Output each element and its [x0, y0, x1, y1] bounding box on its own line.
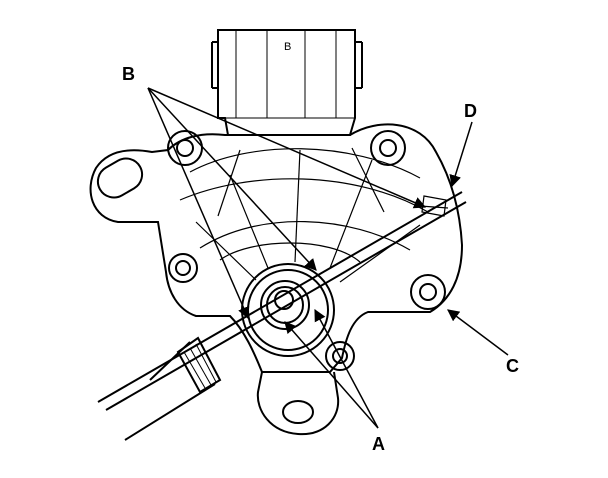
mounting-ear-bottom [256, 371, 340, 436]
alignment-pin [97, 191, 467, 411]
callout-label-d: D [464, 101, 477, 121]
callout-label-a: A [372, 434, 385, 454]
callout-label-b: B [122, 64, 135, 84]
bolt-hole-upper-left [167, 130, 203, 166]
bolt-hole-left [168, 253, 198, 283]
switch-body [89, 123, 464, 373]
bolt-hole-right [410, 274, 446, 310]
bolt-holes [167, 130, 446, 371]
internal-ribs [179, 147, 449, 283]
mounting-ear-left [96, 157, 144, 199]
bolt-hole-bottom [325, 341, 355, 371]
callout-label-c: C [506, 356, 519, 376]
connector-mark: B [284, 41, 291, 53]
bolt-hole-upper-right [370, 130, 406, 166]
callout-leaders [147, 87, 509, 429]
tool-handle [124, 336, 222, 441]
